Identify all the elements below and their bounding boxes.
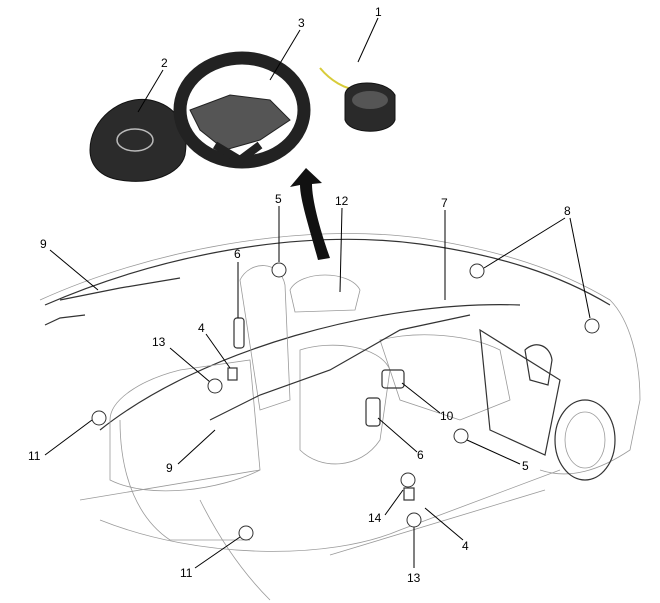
vehicle-outline	[39, 233, 641, 601]
hyundai-logo-icon	[116, 128, 154, 152]
callout-5: 5	[275, 192, 282, 206]
callout-13: 13	[152, 335, 166, 349]
callout-1: 1	[375, 5, 382, 19]
callout-labels: 1 2 3 5 12 7 8 9 6 4 13 11 9 10 6 5 14 4…	[28, 5, 571, 585]
callout-4b: 4	[462, 539, 469, 553]
driver-airbag-module	[89, 98, 187, 182]
callout-5b: 5	[522, 459, 529, 473]
callout-7: 7	[441, 196, 448, 210]
callout-11: 11	[28, 449, 41, 463]
callout-2: 2	[161, 56, 168, 70]
callout-12: 12	[335, 194, 349, 208]
callout-6: 6	[234, 247, 241, 261]
callout-4: 4	[198, 321, 205, 335]
callout-14: 14	[368, 511, 382, 525]
callout-3: 3	[298, 16, 305, 30]
removal-arrow	[290, 168, 330, 260]
callout-6b: 6	[417, 448, 424, 462]
callout-10: 10	[440, 409, 454, 423]
clock-spring	[319, 67, 396, 132]
callout-9: 9	[40, 237, 47, 251]
leader-lines	[44, 17, 591, 569]
callout-8: 8	[564, 204, 571, 218]
callout-9b: 9	[166, 461, 173, 475]
location-markers	[91, 262, 600, 541]
callout-11b: 11	[180, 566, 193, 580]
callout-13b: 13	[407, 571, 421, 585]
steering-wheel	[173, 51, 311, 169]
